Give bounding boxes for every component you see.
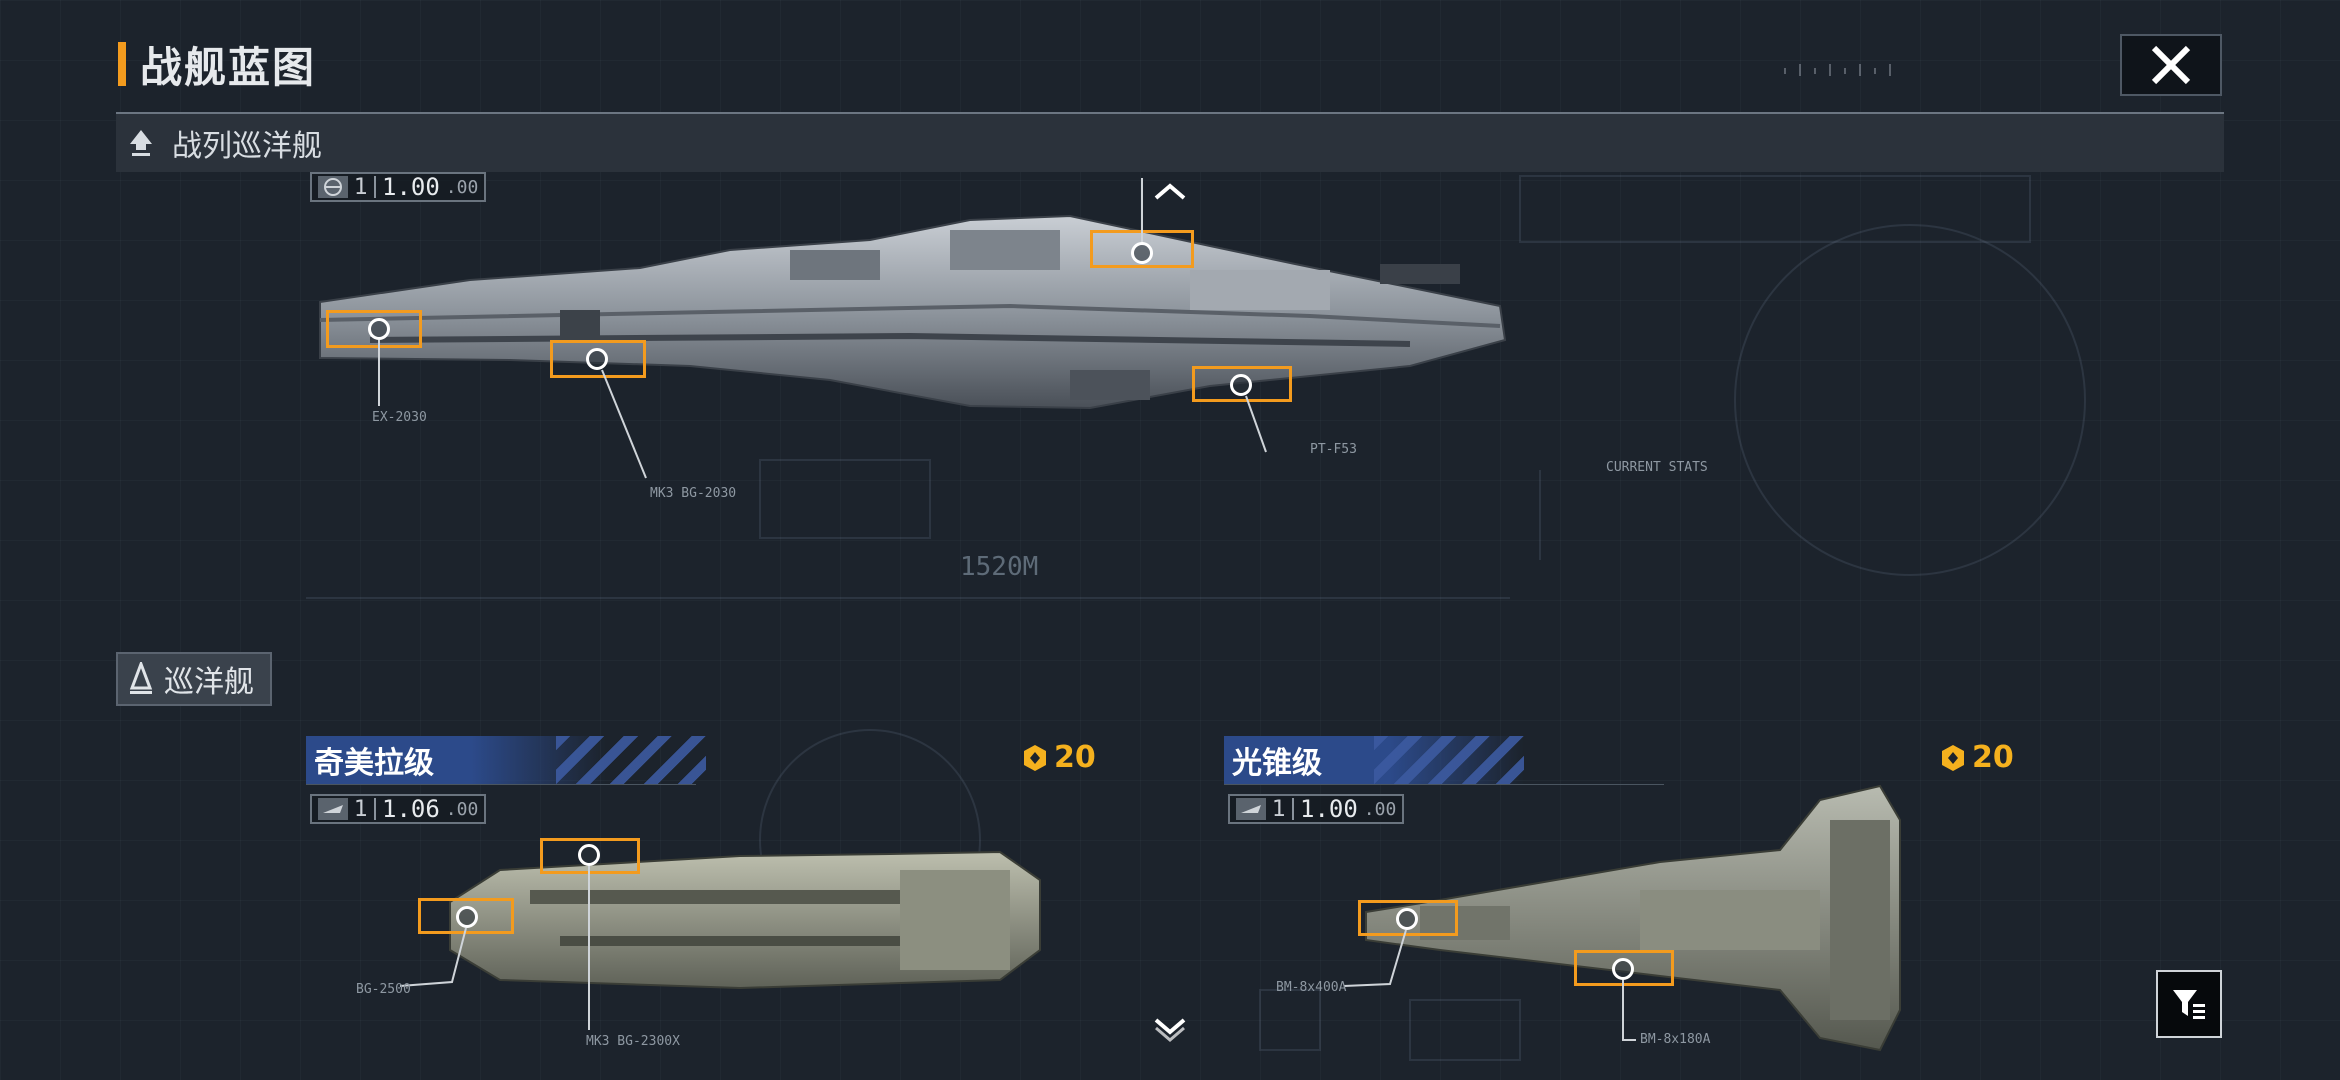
ship-stat-chip: 1 1.06 .00 — [310, 794, 487, 824]
page-title-text: 战舰蓝图 — [140, 42, 317, 92]
section-header-battlecruiser: 战列巡洋舰 — [116, 114, 2224, 172]
ship-cost-value: 20 — [1054, 740, 1096, 775]
chip-value: 1.00 — [382, 173, 440, 201]
chip-separator — [374, 798, 376, 820]
chip-fraction: .00 — [1363, 798, 1397, 820]
section-title: 战列巡洋舰 — [172, 129, 322, 164]
filter-icon — [2173, 990, 2205, 1019]
stats-title: CURRENT STATS — [1606, 460, 1708, 475]
scale-label: 1520M — [960, 552, 1039, 582]
section-title: 巡洋舰 — [164, 665, 254, 700]
callout-label: MK3 BG-2030 — [650, 486, 737, 501]
hotspot-marker[interactable] — [456, 906, 478, 928]
callout-label: BM-8x400A — [1276, 980, 1347, 995]
callout-label: BG-2500 — [356, 982, 411, 997]
hotspot-bracket — [550, 340, 646, 378]
battlecruiser-ship-image[interactable] — [310, 210, 1510, 450]
card-divider — [1224, 784, 1664, 785]
currency-icon — [1942, 744, 1964, 771]
chip-value: 1.00 — [1300, 795, 1358, 823]
header-divider — [116, 112, 2224, 114]
hotspot-bracket — [1358, 900, 1458, 936]
ship-card-title[interactable]: 光锥级 — [1224, 736, 1524, 784]
scroll-down-icon[interactable] — [1150, 1012, 1190, 1042]
globe-icon — [318, 176, 348, 198]
ship-cost-value: 20 — [1972, 740, 2014, 775]
close-icon — [2151, 45, 2191, 85]
hotspot-marker[interactable] — [1230, 374, 1252, 396]
chip-separator — [374, 176, 376, 198]
chip-level: 1 — [354, 796, 368, 822]
hotspot-marker[interactable] — [586, 348, 608, 370]
hotspot-marker[interactable] — [368, 318, 390, 340]
ship-cost: 20 — [1020, 740, 1096, 775]
scroll-up-icon[interactable] — [1150, 176, 1190, 206]
chimera-ship-image[interactable] — [440, 840, 1050, 1000]
ship-card-name: 奇美拉级 — [314, 746, 434, 781]
ship-type-icon — [1236, 798, 1266, 820]
section-header-cruiser: 巡洋舰 — [116, 652, 272, 706]
ship-stat-chip: 1 1.00 .00 — [1228, 794, 1405, 824]
currency-icon — [1024, 744, 1046, 771]
hotspot-marker[interactable] — [1612, 958, 1634, 980]
callout-label: BM-8x180A — [1640, 1032, 1711, 1047]
hotspot-bracket — [1192, 366, 1292, 402]
ship-class-icon — [128, 128, 154, 158]
ship-type-icon — [318, 798, 348, 820]
callout-label: EX-2030 — [372, 410, 427, 425]
title-stripes — [556, 736, 706, 784]
chip-separator — [1292, 798, 1294, 820]
ship-cost: 20 — [1938, 740, 2014, 775]
hotspot-marker[interactable] — [1131, 242, 1153, 264]
ship-card-name: 光锥级 — [1232, 746, 1322, 781]
light-cone-ship-image[interactable] — [1360, 780, 1930, 1060]
callout-label: PT-F53 — [1310, 442, 1357, 457]
hotspot-bracket — [326, 310, 422, 348]
callout-label: MK3 BG-2300X — [586, 1034, 680, 1049]
ship-stat-chip: 1 1.00 .00 — [310, 172, 487, 202]
chip-level: 1 — [1272, 796, 1286, 822]
chip-fraction: .00 — [445, 176, 479, 198]
chip-fraction: .00 — [445, 798, 479, 820]
hotspot-marker[interactable] — [578, 844, 600, 866]
hotspot-bracket — [418, 898, 514, 934]
card-divider — [306, 784, 696, 785]
ship-class-icon — [129, 662, 153, 694]
close-button[interactable] — [2120, 34, 2222, 96]
title-stripes — [1374, 736, 1524, 784]
chip-value: 1.06 — [382, 795, 440, 823]
hotspot-marker[interactable] — [1396, 908, 1418, 930]
page-title: 战舰蓝图 — [118, 36, 316, 92]
filter-button[interactable] — [2156, 970, 2222, 1038]
chip-level: 1 — [354, 174, 368, 200]
ship-card-title[interactable]: 奇美拉级 — [306, 736, 706, 784]
title-accent-bar — [118, 42, 126, 86]
